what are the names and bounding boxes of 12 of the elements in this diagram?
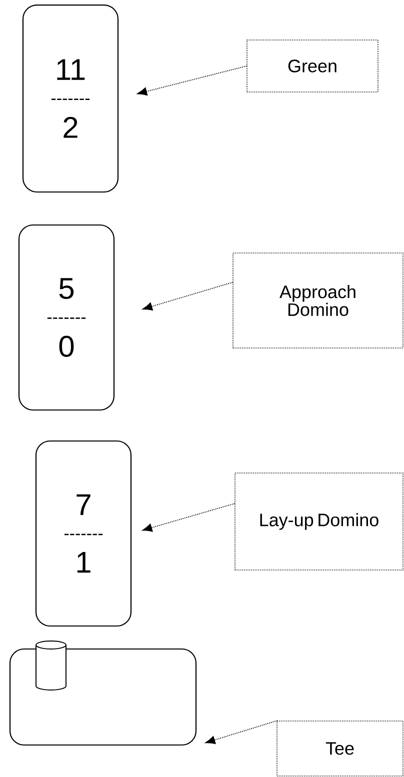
arrow [205,720,278,744]
label-box: Tee [276,720,404,776]
tee-box [9,648,197,746]
arrow [142,282,234,310]
domino-box: 5 ------- 0 [18,224,115,411]
label-box: Lay-up Domino [234,472,404,570]
arrow [137,66,248,96]
domino-box: 11 ------- 2 [22,4,119,193]
domino-box: 7 ------- 1 [35,440,132,627]
label-box: Green [246,40,378,92]
arrow [142,503,236,532]
label-box: Approach Domino [232,252,404,348]
